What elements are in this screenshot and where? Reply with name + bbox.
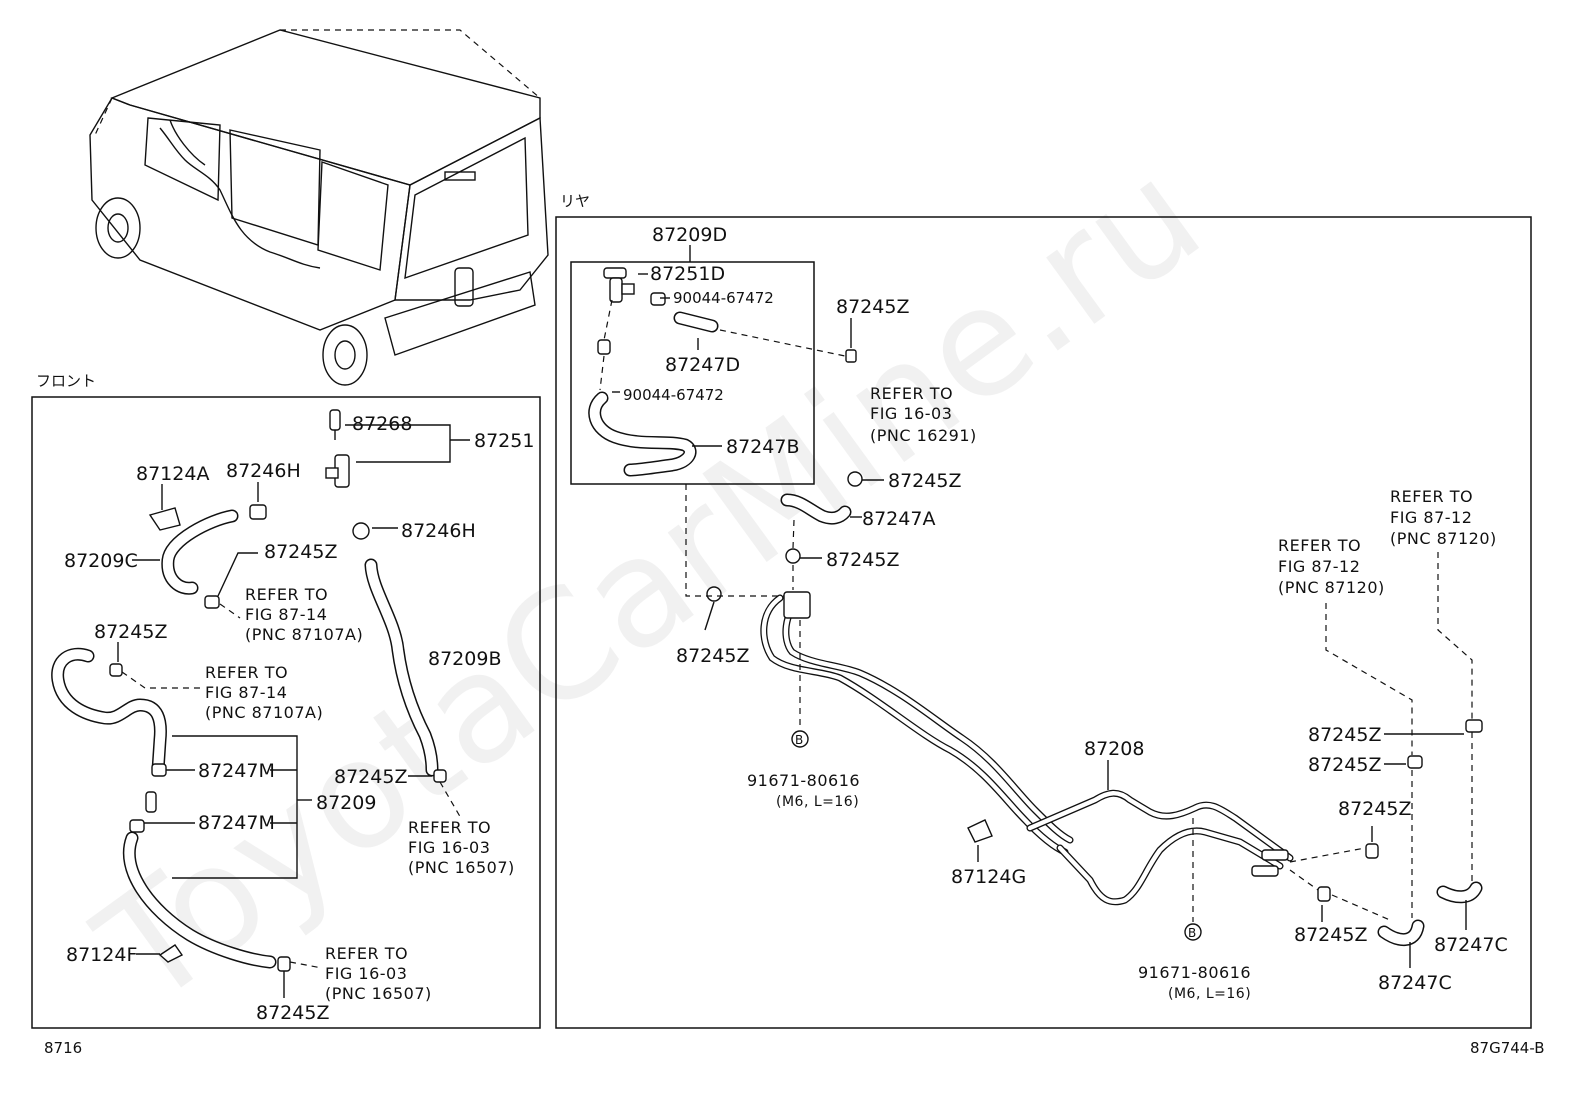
rear-labels: 87209D 87251D 90044-67472 90044-67472 87…: [623, 224, 1508, 1002]
part-87245Z-rear-h: 87245Z: [1294, 924, 1367, 946]
svg-text:REFER TO: REFER TO: [1390, 487, 1473, 506]
svg-text:(PNC 16507): (PNC 16507): [325, 984, 432, 1003]
refer-note-front-4: REFER TO FIG 16-03 (PNC 16507): [325, 944, 432, 1003]
svg-text:REFER TO: REFER TO: [245, 585, 328, 604]
svg-text:(PNC 87107A): (PNC 87107A): [205, 703, 323, 722]
svg-text:REFER TO: REFER TO: [1278, 536, 1361, 555]
refer-note-rear-3: REFER TO FIG 87-12 (PNC 87120): [1390, 487, 1497, 548]
part-87124G: 87124G: [951, 866, 1026, 888]
part-87209B: 87209B: [428, 648, 501, 670]
refer-note-front-1: REFER TO FIG 87-14 (PNC 87107A): [245, 585, 363, 644]
part-87245Z-front-d: 87245Z: [256, 1002, 329, 1024]
part-87246H-upper: 87246H: [226, 460, 301, 482]
svg-text:FIG 87-12: FIG 87-12: [1390, 508, 1472, 527]
rear-hoses: [588, 267, 1483, 946]
part-87247B: 87247B: [726, 436, 799, 458]
part-87247A: 87247A: [862, 508, 935, 530]
svg-text:(PNC 87107A): (PNC 87107A): [245, 625, 363, 644]
svg-text:REFER TO: REFER TO: [870, 384, 953, 403]
svg-text:FIG 16-03: FIG 16-03: [870, 404, 952, 423]
part-87245Z-rear-a: 87245Z: [836, 296, 909, 318]
part-87251D: 87251D: [650, 263, 725, 285]
bolt-callout-1: B 91671-80616 (M6, L=16): [747, 730, 860, 810]
footer-page-ref: 8716: [44, 1039, 82, 1057]
part-87245Z-front-c: 87245Z: [334, 766, 407, 788]
part-87247M-lower: 87247M: [198, 812, 275, 834]
svg-text:FIG 87-12: FIG 87-12: [1278, 557, 1360, 576]
part-87245Z-front-b: 87245Z: [94, 621, 167, 643]
svg-text:REFER TO: REFER TO: [205, 663, 288, 682]
part-87124A: 87124A: [136, 463, 209, 485]
refer-note-rear-1: REFER TO FIG 16-03 (PNC 16291): [870, 384, 977, 445]
part-87245Z-rear-g: 87245Z: [1338, 798, 1411, 820]
part-87209D: 87209D: [652, 224, 727, 246]
svg-text:91671-80616: 91671-80616: [747, 771, 860, 790]
part-87247C-left: 87247C: [1378, 972, 1452, 994]
svg-text:(PNC 16291): (PNC 16291): [870, 426, 977, 445]
svg-text:FIG 16-03: FIG 16-03: [325, 964, 407, 983]
part-87247C-right: 87247C: [1434, 934, 1508, 956]
part-90044-67472-lower: 90044-67472: [623, 386, 724, 404]
svg-text:FIG 87-14: FIG 87-14: [205, 683, 287, 702]
svg-text:B: B: [1188, 926, 1196, 940]
rear-section-label: リヤ: [560, 192, 590, 210]
front-labels: 87268 87251 87124A 87246H 87246H 87209C …: [64, 413, 534, 1024]
bolt-callout-2: B 91671-80616 (M6, L=16): [1138, 923, 1251, 1002]
refer-note-rear-2: REFER TO FIG 87-12 (PNC 87120): [1278, 536, 1385, 597]
svg-text:FIG 16-03: FIG 16-03: [408, 838, 490, 857]
refer-note-front-3: REFER TO FIG 16-03 (PNC 16507): [408, 818, 515, 877]
part-87209C: 87209C: [64, 550, 138, 572]
front-section-label: フロント: [36, 372, 96, 390]
front-section-frame: [31, 396, 541, 1029]
part-87247D: 87247D: [665, 354, 740, 376]
sub-assembly-87209D-frame: [570, 261, 815, 485]
rear-section-frame: [555, 216, 1532, 1029]
van-illustration: [89, 29, 549, 386]
front-leaders: [117, 424, 470, 998]
footer-diagram-id: 87G744-B: [1470, 1039, 1545, 1057]
svg-text:(M6, L=16): (M6, L=16): [776, 794, 859, 810]
rear-leaders: [599, 245, 1473, 968]
part-87245Z-rear-e: 87245Z: [1308, 724, 1381, 746]
svg-text:B: B: [795, 733, 803, 747]
part-87245Z-rear-c: 87245Z: [826, 549, 899, 571]
svg-text:REFER TO: REFER TO: [408, 818, 491, 837]
part-87209: 87209: [316, 792, 376, 814]
svg-text:REFER TO: REFER TO: [325, 944, 408, 963]
part-87245Z-rear-b: 87245Z: [888, 470, 961, 492]
svg-text:(PNC 16507): (PNC 16507): [408, 858, 515, 877]
part-90044-67472-upper: 90044-67472: [673, 289, 774, 307]
part-87268: 87268: [352, 413, 412, 435]
svg-text:(M6, L=16): (M6, L=16): [1168, 986, 1251, 1002]
svg-text:(PNC 87120): (PNC 87120): [1278, 578, 1385, 597]
part-87208: 87208: [1084, 738, 1144, 760]
part-87245Z-front-a: 87245Z: [264, 541, 337, 563]
part-87245Z-rear-d: 87245Z: [676, 645, 749, 667]
svg-text:(PNC 87120): (PNC 87120): [1390, 529, 1497, 548]
part-87247M-upper: 87247M: [198, 760, 275, 782]
part-87245Z-rear-f: 87245Z: [1308, 754, 1381, 776]
svg-text:FIG 87-14: FIG 87-14: [245, 605, 327, 624]
part-87124F: 87124F: [66, 944, 137, 966]
refer-note-front-2: REFER TO FIG 87-14 (PNC 87107A): [205, 663, 323, 722]
part-87251: 87251: [474, 430, 534, 452]
svg-text:91671-80616: 91671-80616: [1138, 963, 1251, 982]
part-87246H-lower: 87246H: [401, 520, 476, 542]
front-hoses: [51, 409, 447, 972]
